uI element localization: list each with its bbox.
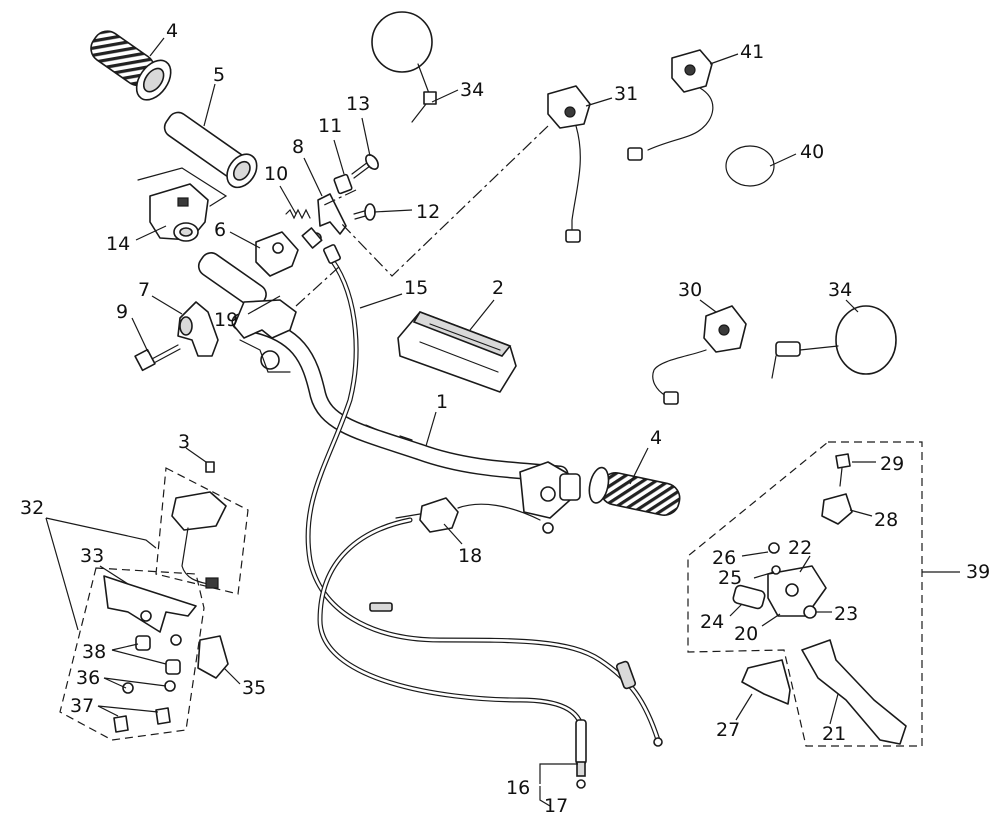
nut-part-11 bbox=[333, 173, 353, 195]
callout-22: 22 bbox=[788, 537, 812, 559]
throttle-sleeve-part-5 bbox=[163, 111, 258, 189]
plate-part-35 bbox=[197, 635, 229, 679]
clip-part-40 bbox=[725, 145, 775, 187]
callout-8: 8 bbox=[292, 136, 304, 158]
callout-31: 31 bbox=[614, 83, 638, 105]
callout-39: 39 bbox=[966, 561, 990, 583]
mirror-left-part-34 bbox=[371, 11, 437, 123]
lever-part-21 bbox=[801, 639, 907, 745]
callout-10: 10 bbox=[264, 163, 288, 185]
callout-27: 27 bbox=[716, 719, 740, 741]
clutch-perch-right bbox=[519, 461, 581, 519]
callout-7: 7 bbox=[138, 279, 150, 301]
screw-part-13 bbox=[351, 154, 379, 179]
switch-housing-part-14 bbox=[137, 167, 228, 242]
spring-part-10 bbox=[285, 208, 323, 249]
callout-41: 41 bbox=[740, 41, 764, 63]
handlebar-part-1 bbox=[231, 313, 569, 483]
callout-36: 36 bbox=[76, 667, 100, 689]
callout-38: 38 bbox=[82, 641, 106, 663]
bolt-part-9 bbox=[134, 344, 181, 372]
instrument-part-2 bbox=[397, 311, 517, 393]
lever-group-part-39 bbox=[687, 441, 923, 747]
callout-4-left: 4 bbox=[166, 20, 178, 42]
bracket-part-6 bbox=[255, 231, 299, 277]
callout-labels: 4 5 34 13 11 8 10 12 14 6 7 9 19 15 2 31… bbox=[20, 20, 990, 814]
callout-30: 30 bbox=[678, 279, 702, 301]
callout-13: 13 bbox=[346, 93, 370, 115]
callout-18: 18 bbox=[458, 545, 482, 567]
mount-group-part-32 bbox=[59, 461, 249, 741]
perch-part-19 bbox=[233, 299, 297, 339]
throttle-tube-assembly bbox=[197, 231, 299, 373]
callout-26: 26 bbox=[712, 547, 736, 569]
callout-12: 12 bbox=[416, 201, 440, 223]
callout-15: 15 bbox=[404, 277, 428, 299]
bracket-part-33 bbox=[103, 575, 197, 633]
callout-24: 24 bbox=[700, 611, 724, 633]
left-grip-part-4 bbox=[90, 30, 172, 101]
callout-19: 19 bbox=[214, 309, 238, 331]
callout-21: 21 bbox=[822, 723, 846, 745]
mirror-right-part-34 bbox=[771, 305, 897, 379]
callout-23: 23 bbox=[834, 603, 858, 625]
clutch-cable-part-16 bbox=[317, 517, 587, 789]
callout-34-left: 34 bbox=[460, 79, 484, 101]
callout-37: 37 bbox=[70, 695, 94, 717]
callout-40: 40 bbox=[800, 141, 824, 163]
callout-6: 6 bbox=[214, 219, 226, 241]
clamp-part-7 bbox=[177, 301, 219, 357]
switch-part-41 bbox=[627, 49, 714, 161]
callout-33: 33 bbox=[80, 545, 104, 567]
callout-20: 20 bbox=[734, 623, 758, 645]
screw-part-12 bbox=[353, 203, 376, 221]
callout-9: 9 bbox=[116, 301, 128, 323]
cover-part-27 bbox=[741, 659, 791, 705]
callout-17: 17 bbox=[544, 795, 568, 814]
callout-5: 5 bbox=[213, 64, 225, 86]
throttle-cable-part-15 bbox=[305, 244, 663, 747]
callout-29: 29 bbox=[880, 453, 904, 475]
adjuster-part-8 bbox=[317, 193, 347, 235]
switch-part-31 bbox=[547, 85, 591, 243]
callout-35: 35 bbox=[242, 677, 266, 699]
right-grip-part-4 bbox=[588, 466, 681, 516]
alignment-lines bbox=[295, 125, 549, 307]
callout-4-right: 4 bbox=[650, 427, 662, 449]
switch-part-30 bbox=[652, 305, 747, 405]
callout-11: 11 bbox=[318, 115, 342, 137]
callout-3: 3 bbox=[178, 431, 190, 453]
adjuster-part-18 bbox=[395, 497, 554, 534]
callout-1: 1 bbox=[436, 391, 448, 413]
callout-16: 16 bbox=[506, 777, 530, 799]
callout-28: 28 bbox=[874, 509, 898, 531]
callout-14: 14 bbox=[106, 233, 130, 255]
callout-32: 32 bbox=[20, 497, 44, 519]
callout-34-right: 34 bbox=[828, 279, 852, 301]
leader-lines bbox=[45, 37, 960, 807]
callout-25: 25 bbox=[718, 567, 742, 589]
callout-2: 2 bbox=[492, 277, 504, 299]
